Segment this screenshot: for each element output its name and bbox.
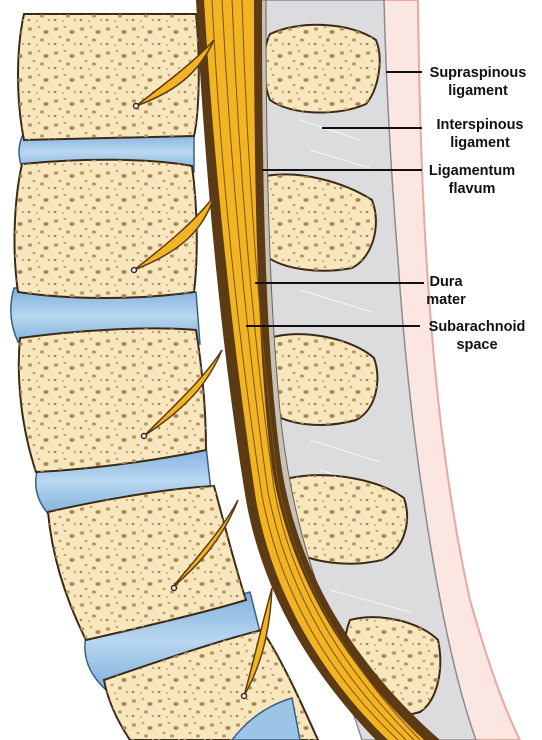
supraspinous-ligament-label: Supraspinous ligament [422, 64, 534, 100]
subarachnoid-line1: Subarachnoid [418, 318, 536, 336]
subarachnoid-space-label: Subarachnoid space [418, 318, 536, 354]
interspinous-line2: ligament [426, 134, 534, 152]
interspinous-ligament-label: Interspinous ligament [426, 116, 534, 152]
dura-line2: mater [420, 291, 472, 309]
ligamentum-flavum-label: Ligamentum flavum [420, 162, 524, 198]
flavum-line2: flavum [420, 180, 524, 198]
dura-mater-label: Dura mater [420, 273, 472, 309]
dura-line1: Dura [420, 273, 472, 291]
supraspinous-line2: ligament [422, 82, 534, 100]
subarachnoid-line2: space [418, 336, 536, 354]
supraspinous-line1: Supraspinous [422, 64, 534, 82]
flavum-line1: Ligamentum [420, 162, 524, 180]
interspinous-line1: Interspinous [426, 116, 534, 134]
